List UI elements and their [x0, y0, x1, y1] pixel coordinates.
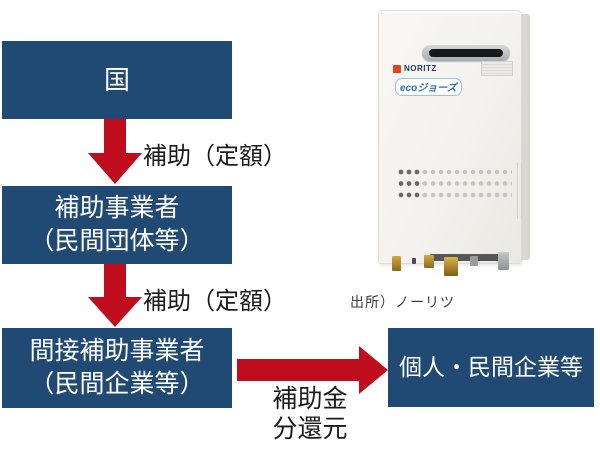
vent-hole-grid-dark	[398, 169, 423, 203]
pipe-stub	[412, 258, 416, 264]
heater-body: NORITZ ecoジョーズ	[378, 10, 522, 264]
gray-fitting-2	[498, 252, 509, 270]
noritz-brand-text: NORITZ	[404, 64, 437, 73]
noritz-logo-mark-icon	[393, 64, 401, 73]
water-heater-product-image: NORITZ ecoジョーズ	[370, 6, 536, 286]
panel-seam-line-2	[521, 163, 522, 219]
flow-box-recipients: 個人・民間企業等	[388, 328, 594, 407]
arrow3-label-line1: 補助金	[272, 385, 348, 413]
flow-box-indirect-operator: 間接補助事業者 （民間企業等）	[2, 328, 232, 408]
arrow2-label: 補助（定額）	[143, 288, 287, 315]
brass-fitting-3	[444, 257, 458, 276]
gray-fitting-1	[470, 256, 478, 266]
spec-sticker	[481, 61, 513, 76]
arrow3-label: 補助金 分還元	[250, 384, 370, 444]
down-arrow-2-icon	[88, 264, 142, 327]
pipe-manifold	[430, 254, 504, 261]
flow-box-subsidy-operator-line1: 補助事業者	[54, 193, 180, 222]
flow-box-indirect-operator-line2: （民間企業等）	[29, 370, 205, 398]
flow-box-national-government: 国	[2, 41, 232, 119]
flow-box-recipients-label: 個人・民間企業等	[399, 354, 583, 381]
source-caption: 出所）ノーリツ	[350, 294, 455, 310]
brass-fitting-1	[392, 256, 401, 271]
down-arrow-1-icon	[88, 119, 142, 184]
flow-box-subsidy-operator: 補助事業者 （民間団体等）	[2, 186, 232, 264]
eco-jozu-logo: ecoジョーズ	[395, 78, 462, 96]
arrow1-label: 補助（定額）	[143, 143, 287, 170]
panel-seam-line	[517, 163, 518, 219]
flow-box-subsidy-operator-line2: （民間団体等）	[29, 227, 205, 255]
arrow3-label-line2: 分還元	[272, 415, 348, 443]
brass-fitting-2	[424, 255, 434, 268]
noritz-logo: NORITZ	[393, 64, 437, 73]
exhaust-vent	[422, 45, 510, 61]
flow-box-indirect-operator-line1: 間接補助事業者	[29, 336, 205, 365]
flow-box-national-label: 国	[103, 64, 130, 95]
exhaust-vent-slot	[429, 49, 503, 57]
